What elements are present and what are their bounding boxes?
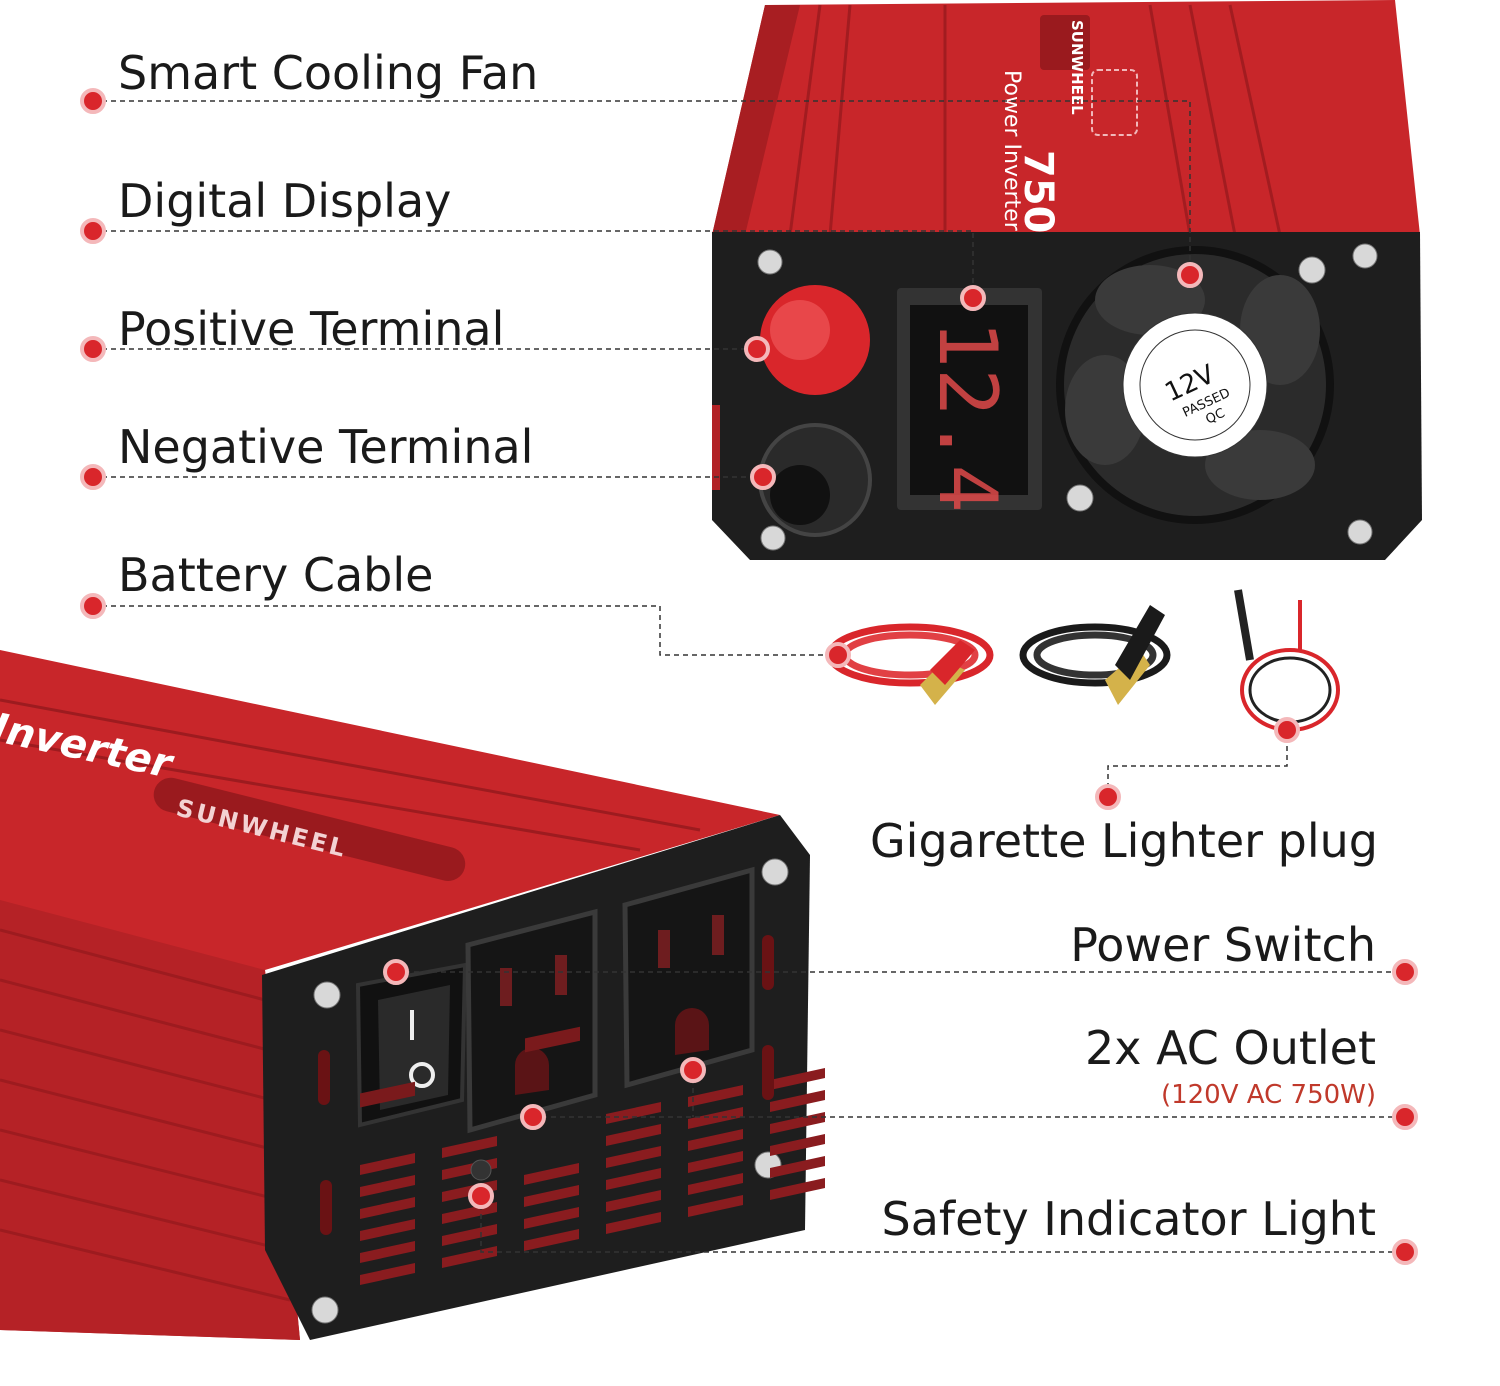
- vent-slot: [524, 1207, 579, 1229]
- vent-slot: [606, 1124, 661, 1146]
- label-power-switch: Power Switch: [1070, 918, 1376, 972]
- vent-slot: [524, 1163, 579, 1185]
- digital-display-value: 12.4: [921, 320, 1014, 513]
- lower-inverter: Inverter SUNWHEEL: [0, 650, 825, 1340]
- vent-slot: [360, 1153, 415, 1175]
- label-battery-cable: Battery Cable: [118, 548, 434, 602]
- vent-slot: [524, 1229, 579, 1251]
- vent-slot: [770, 1068, 825, 1090]
- label-digital-display: Digital Display: [118, 174, 452, 228]
- vent-slot: [360, 1241, 415, 1263]
- label-safety-indicator: Safety Indicator Light: [881, 1192, 1376, 1246]
- vent-slot: [688, 1129, 743, 1151]
- vent-slot: [688, 1107, 743, 1129]
- ac-outlet-1: [465, 908, 598, 1134]
- vent-slot: [770, 1112, 825, 1134]
- vent-slot: [770, 1156, 825, 1178]
- vent-slot: [360, 1263, 415, 1285]
- vent-slot: [606, 1102, 661, 1124]
- label-ac-outlet-spec: (120V AC 750W): [1160, 1080, 1376, 1110]
- top-inverter: SUNWHEEL Power Inverter 750W 12.4 12V: [712, 0, 1422, 560]
- vent-slot: [688, 1151, 743, 1173]
- label-ac-outlet: 2x AC Outlet: [1084, 1021, 1376, 1075]
- vent-slot: [360, 1197, 415, 1219]
- vent-slot: [360, 1219, 415, 1241]
- vent-slot: [606, 1168, 661, 1190]
- callout-dots: [80, 88, 1418, 1265]
- vent-slot: [770, 1134, 825, 1156]
- fan-qc: QC: [1204, 406, 1228, 428]
- vent-slot: [606, 1146, 661, 1168]
- vent-slot: [442, 1224, 497, 1246]
- vent-slot: [688, 1085, 743, 1107]
- callout-lines: [93, 100, 1405, 1253]
- label-negative-terminal: Negative Terminal: [118, 420, 534, 474]
- brand-label-top: SUNWHEEL: [1068, 20, 1086, 115]
- label-positive-terminal: Positive Terminal: [118, 302, 505, 356]
- vent-slot: [442, 1136, 497, 1158]
- label-lighter-plug: Gigarette Lighter plug: [870, 814, 1378, 868]
- vent-slot: [360, 1175, 415, 1197]
- vent-slot: [770, 1090, 825, 1112]
- product-name-top: Power Inverter: [999, 70, 1024, 232]
- vent-slot: [688, 1195, 743, 1217]
- vent-slot: [606, 1212, 661, 1234]
- vent-slot: [688, 1173, 743, 1195]
- label-smart-cooling-fan: Smart Cooling Fan: [118, 46, 539, 100]
- safety-indicator-light: [470, 1159, 492, 1181]
- vent-slot: [524, 1185, 579, 1207]
- vent-slot: [606, 1190, 661, 1212]
- vent-slot: [770, 1178, 825, 1200]
- battery-cables: [826, 589, 1340, 732]
